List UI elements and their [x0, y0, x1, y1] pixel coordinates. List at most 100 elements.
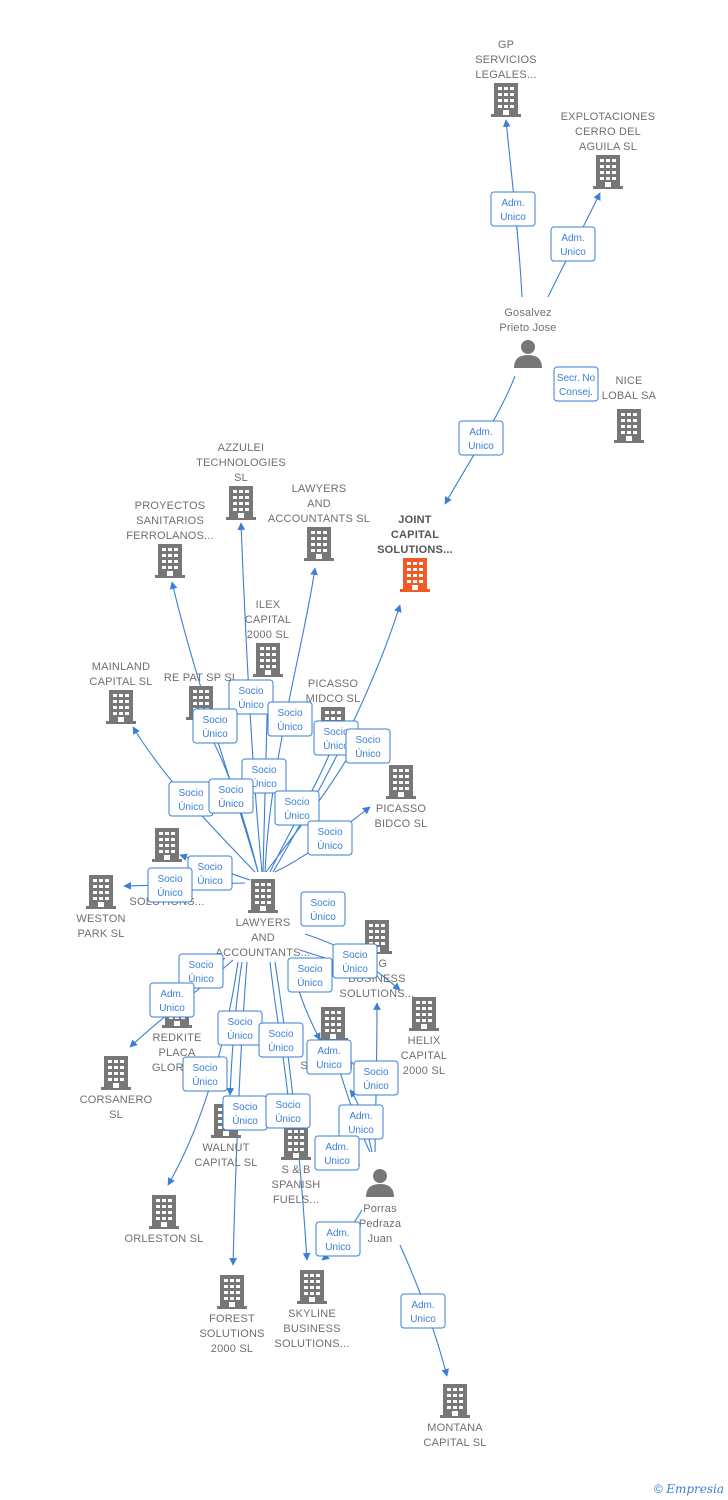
edge-label-text: Adm. [160, 989, 183, 1000]
node-label: LAWYERS [236, 917, 291, 929]
edge-label[interactable]: Adm.Unico [315, 1221, 361, 1257]
edge-label-text: Único [277, 720, 303, 733]
edge-label-text: Único [297, 976, 323, 989]
edge-label-text: Único [192, 1075, 218, 1088]
building-icon [248, 879, 278, 913]
edge-label-text: Único [317, 839, 343, 852]
edge-label-text: Unico [325, 1242, 351, 1253]
node-label: AND [251, 932, 275, 944]
node-lawyers_center[interactable]: LAWYERSANDACCOUNTANTS... [216, 879, 311, 959]
node-walnut[interactable]: WALNUT CAPITAL SL [194, 1104, 257, 1169]
node-label: 2000 SL [403, 1065, 445, 1077]
node-label: SL [234, 472, 248, 484]
building-icon [155, 544, 185, 578]
edge-label-text: Único [157, 886, 183, 899]
edge-label[interactable]: Adm.Unico [400, 1293, 446, 1329]
node-sb_spanish[interactable]: S & BSPANISHFUELS... [272, 1126, 321, 1206]
edge-label-text: Socio [227, 1017, 252, 1028]
edge-label-text: Único [197, 874, 223, 887]
node-label: WALNUT [202, 1142, 249, 1154]
node-label: GP [498, 39, 514, 51]
nodes-layer: GPSERVICIOSLEGALES...EXPLOTACIONESCERRO … [76, 39, 656, 1449]
node-label: Juan [368, 1233, 393, 1245]
edge-label-text: Socio [238, 686, 263, 697]
node-label: SERVICIOS [475, 54, 537, 66]
node-label: Prieto Jose [499, 322, 556, 334]
node-label: SKYLINE [288, 1308, 336, 1320]
node-gp[interactable]: GPSERVICIOSLEGALES... [475, 39, 537, 117]
node-label: CAPITAL [401, 1050, 447, 1062]
node-label: 2000 SL [211, 1343, 253, 1355]
edge-label[interactable]: Adm.Unico [550, 226, 596, 262]
edge-label[interactable]: Adm.Unico [306, 1039, 352, 1075]
node-repat[interactable]: RE PAT SP SL [164, 672, 238, 720]
node-proyectos[interactable]: PROYECTOSSANITARIOSFERROLANOS... [126, 500, 214, 578]
node-label: SOLUTIONS... [339, 988, 414, 1000]
building-icon [400, 558, 430, 592]
building-icon [440, 1384, 470, 1418]
edge-label[interactable]: Adm.Unico [149, 982, 195, 1018]
node-label: JOINT [398, 514, 431, 526]
edge-label-text: Socio [192, 1063, 217, 1074]
edge-label-text: Único [355, 747, 381, 760]
footer-brand[interactable]: © Empresia [654, 1482, 724, 1496]
edge-label-text: Adm. [411, 1300, 434, 1311]
edge-label-text: Socio [157, 874, 182, 885]
edge-label-text: Socio [218, 785, 243, 796]
edge-label[interactable]: Adm.Unico [458, 420, 504, 456]
node-label: CAPITAL SL [194, 1157, 257, 1169]
node-label: S & B [281, 1164, 310, 1176]
node-joint[interactable]: JOINTCAPITALSOLUTIONS... [377, 514, 453, 592]
node-label: CAPITAL SL [423, 1437, 486, 1449]
edge-label[interactable]: Adm.Unico [490, 191, 536, 227]
edge-label[interactable]: Adm.Unico [338, 1104, 384, 1140]
brand-logo: Empresia [666, 1482, 724, 1496]
node-label: Pedraza [359, 1218, 402, 1230]
node-label: FUELS... [273, 1194, 319, 1206]
node-skyline[interactable]: SKYLINEBUSINESSSOLUTIONS... [274, 1270, 349, 1350]
edge-label[interactable]: Adm.Unico [314, 1135, 360, 1171]
building-icon [409, 997, 439, 1031]
edge-label-text: Único [323, 739, 349, 752]
building-icon [593, 155, 623, 189]
node-orleston[interactable]: ORLESTON SL [124, 1195, 203, 1245]
node-label: SOLUTIONS... [377, 544, 453, 556]
edge-label-text: Socio [268, 1029, 293, 1040]
